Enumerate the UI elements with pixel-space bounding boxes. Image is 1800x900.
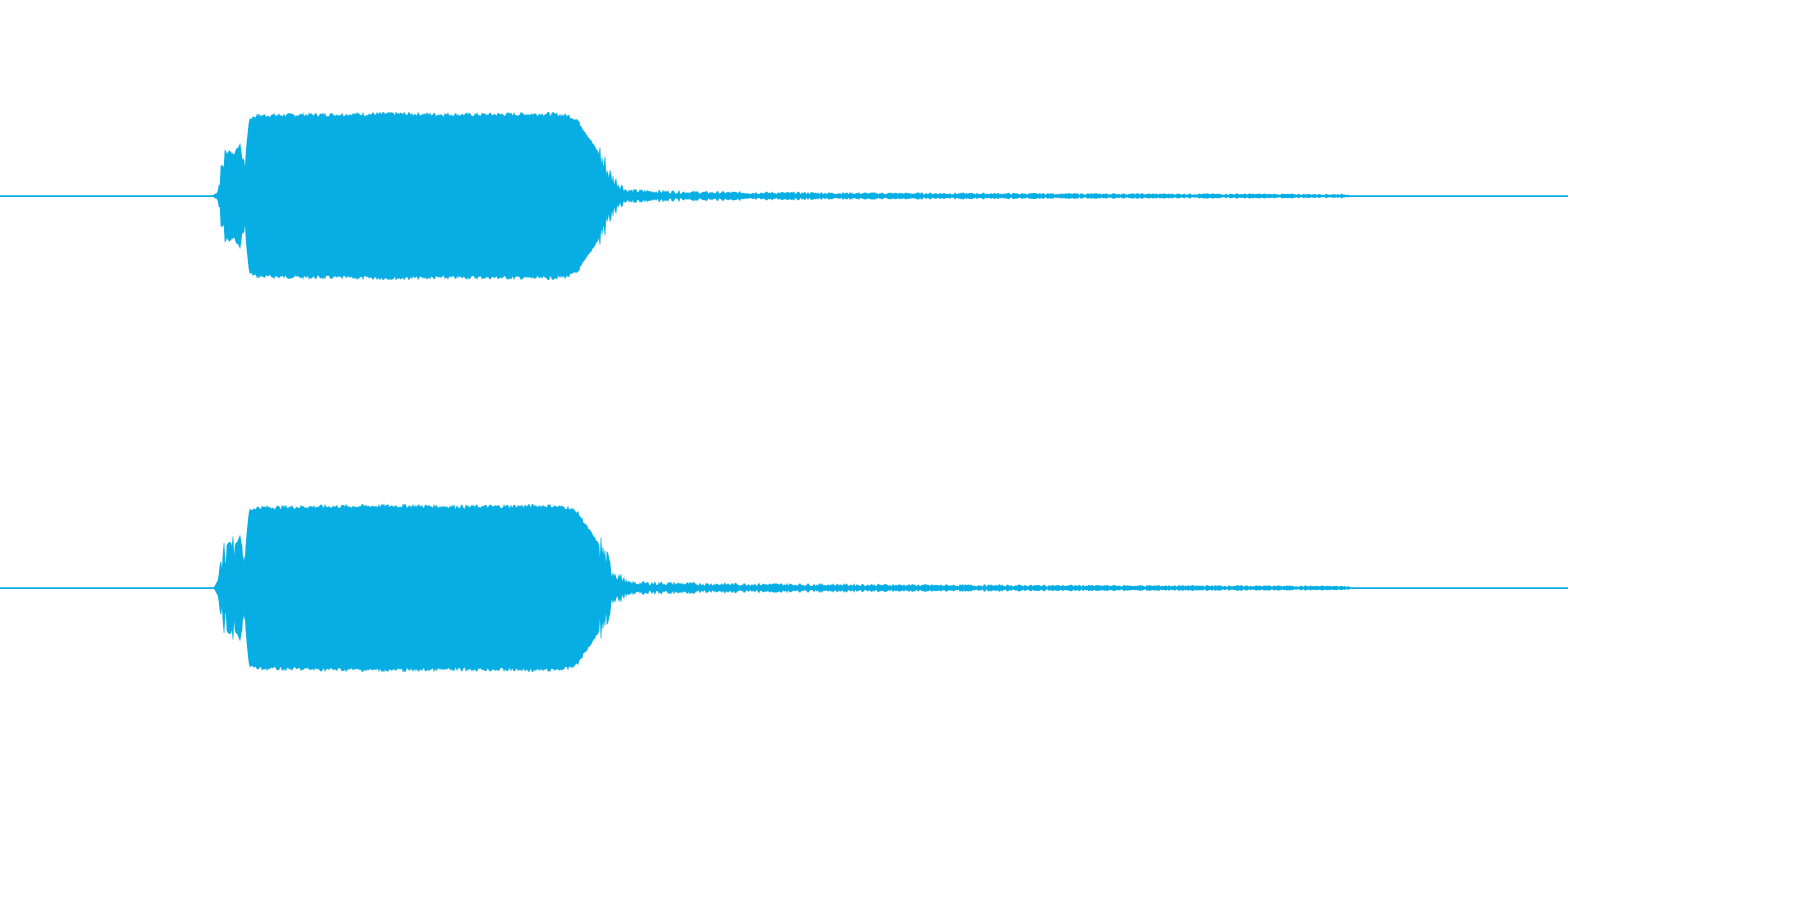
bottom-margin <box>0 784 1568 900</box>
waveform-channel-2 <box>0 503 1568 673</box>
channel-2-waveform <box>0 503 1568 673</box>
waveform-channel-1 <box>0 111 1568 281</box>
right-margin <box>1568 0 1800 900</box>
waveform-view <box>0 111 1568 673</box>
channel-1-waveform <box>0 111 1568 281</box>
waveform-canvas <box>0 111 1568 673</box>
